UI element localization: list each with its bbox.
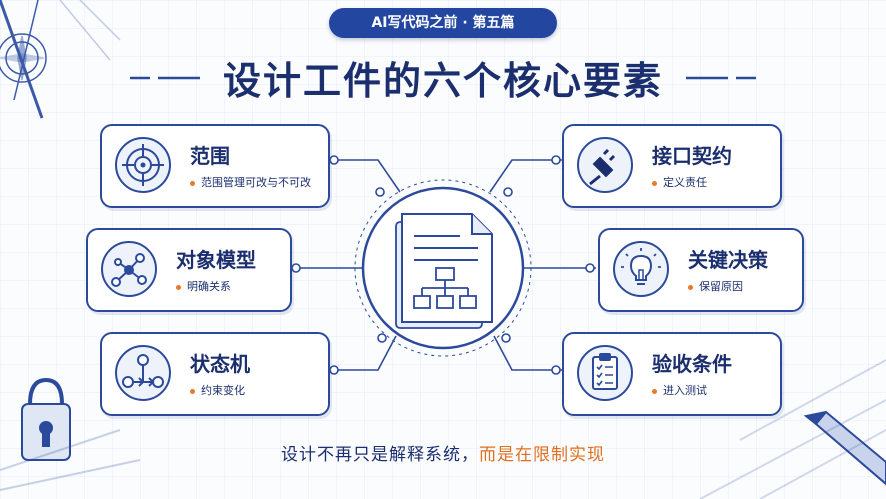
element-desc: 保留原因 [688, 278, 743, 294]
element-title: 验收条件 [652, 352, 732, 376]
element-title: 对象模型 [176, 248, 256, 272]
element-card-scope: 范围 范围管理可改与不可改 [100, 124, 330, 208]
element-title: 关键决策 [688, 248, 768, 272]
element-card-state-machine: 状态机 约束变化 [100, 332, 330, 416]
element-title: 接口契约 [652, 144, 732, 168]
element-desc: 约束变化 [190, 382, 245, 398]
element-desc: 范围管理可改与不可改 [190, 174, 311, 190]
state-graph-icon [115, 345, 171, 401]
document-icon [395, 213, 493, 329]
target-icon [115, 137, 171, 193]
bottom-tagline: 设计不再只是解释系统，而是在限制实现 [0, 440, 886, 465]
central-document-hub [354, 179, 532, 357]
plug-icon [577, 137, 633, 193]
page-title: 设计工件的六个核心要素 [222, 59, 663, 103]
element-card-interface-contract: 接口契约 定义责任 [562, 124, 782, 208]
checklist-icon [577, 345, 633, 401]
series-label: AI写代码之前 · 第五篇 [329, 8, 557, 38]
network-icon [101, 241, 157, 297]
element-card-object-model: 对象模型 明确关系 [86, 228, 292, 312]
pen-icon [699, 359, 886, 499]
compass-icon [0, 0, 121, 119]
element-desc: 进入测试 [652, 382, 707, 398]
element-desc: 明确关系 [176, 278, 231, 294]
lightbulb-icon [613, 241, 669, 297]
tagline-accent: 而是在限制实现 [479, 445, 605, 465]
element-title: 范围 [190, 144, 230, 168]
element-card-key-decisions: 关键决策 保留原因 [598, 228, 804, 312]
tagline-main: 设计不再只是解释系统， [281, 445, 479, 465]
element-card-acceptance-criteria: 验收条件 进入测试 [562, 332, 782, 416]
element-title: 状态机 [190, 352, 250, 376]
element-desc: 定义责任 [652, 174, 707, 190]
padlock-icon [0, 377, 141, 491]
